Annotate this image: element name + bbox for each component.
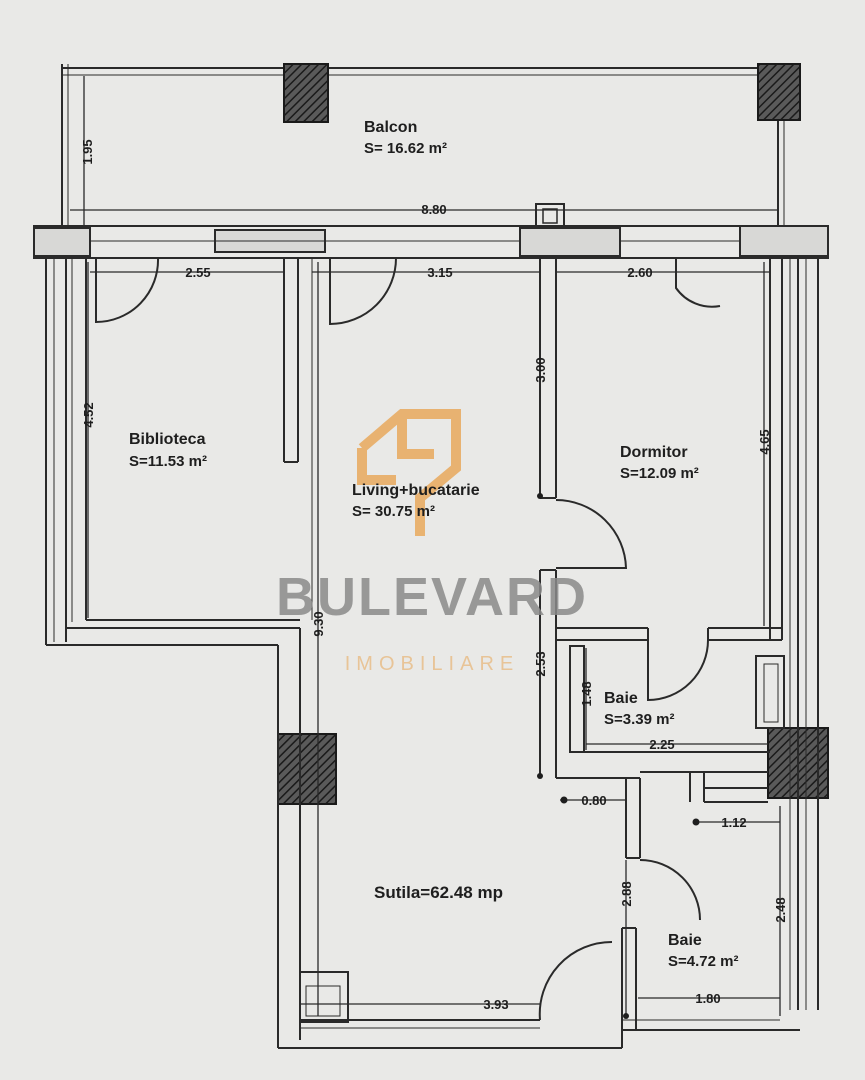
- brand-subtitle: IMOBILIARE: [345, 653, 519, 675]
- room-name-living: Living+bucatarie: [352, 482, 480, 499]
- room-name-biblioteca: Biblioteca: [129, 431, 206, 448]
- room-name-baie1: Baie: [604, 690, 638, 707]
- dim-hall-height: 2.88: [619, 881, 634, 906]
- dim-baie2-width: 1.80: [695, 991, 720, 1006]
- dim-living-mid-height: 2.53: [533, 651, 548, 676]
- dim-balcon-width: 8.80: [421, 202, 446, 217]
- dim-baie2-height: 2.48: [773, 897, 788, 922]
- dim-biblioteca-height: 4.52: [81, 402, 96, 427]
- dim-dormitor-width: 2.60: [627, 265, 652, 280]
- facade-wall: [33, 225, 829, 259]
- total-area: Sutila=62.48 mp: [374, 883, 503, 902]
- room-area-balcon: S= 16.62 m²: [364, 140, 447, 157]
- dim-living-total-height: 9.30: [311, 611, 326, 636]
- dim-hall-width: 0.80: [581, 793, 606, 808]
- door-swings: [95, 257, 721, 1021]
- room-area-baie1: S=3.39 m²: [604, 711, 674, 728]
- dim-biblioteca-width: 2.55: [185, 265, 210, 280]
- house-logo-icon: [357, 409, 461, 536]
- dim-dormitor-height: 4.65: [757, 429, 772, 454]
- chimney-hatch-icon: [277, 733, 337, 805]
- dim-living-upper-height: 3.00: [533, 357, 548, 382]
- dimension-ticks: [537, 493, 700, 1019]
- room-name-dormitor: Dormitor: [620, 444, 688, 461]
- dim-baie1-width: 2.25: [649, 737, 674, 752]
- dim-balcon-depth: 1.95: [80, 139, 95, 164]
- room-name-balcon: Balcon: [364, 119, 417, 136]
- room-area-dormitor: S=12.09 m²: [620, 465, 699, 482]
- room-area-baie2: S=4.72 m²: [668, 953, 738, 970]
- chimney-hatch-icon: [283, 63, 329, 123]
- dim-baie2-top-width: 1.12: [721, 815, 746, 830]
- brand-watermark: BULEVARD: [276, 567, 588, 627]
- room-area-biblioteca: S=11.53 m²: [129, 453, 207, 470]
- room-area-living: S= 30.75 m²: [352, 503, 435, 520]
- dimension-lines: [70, 76, 781, 1016]
- dim-baie1-height: 1.48: [579, 681, 594, 706]
- room-name-baie2: Baie: [668, 932, 702, 949]
- chimney-hatch-icon: [757, 63, 801, 121]
- dim-bottom-width: 3.93: [483, 997, 508, 1012]
- walls: [45, 258, 819, 1049]
- dim-living-width: 3.15: [427, 265, 452, 280]
